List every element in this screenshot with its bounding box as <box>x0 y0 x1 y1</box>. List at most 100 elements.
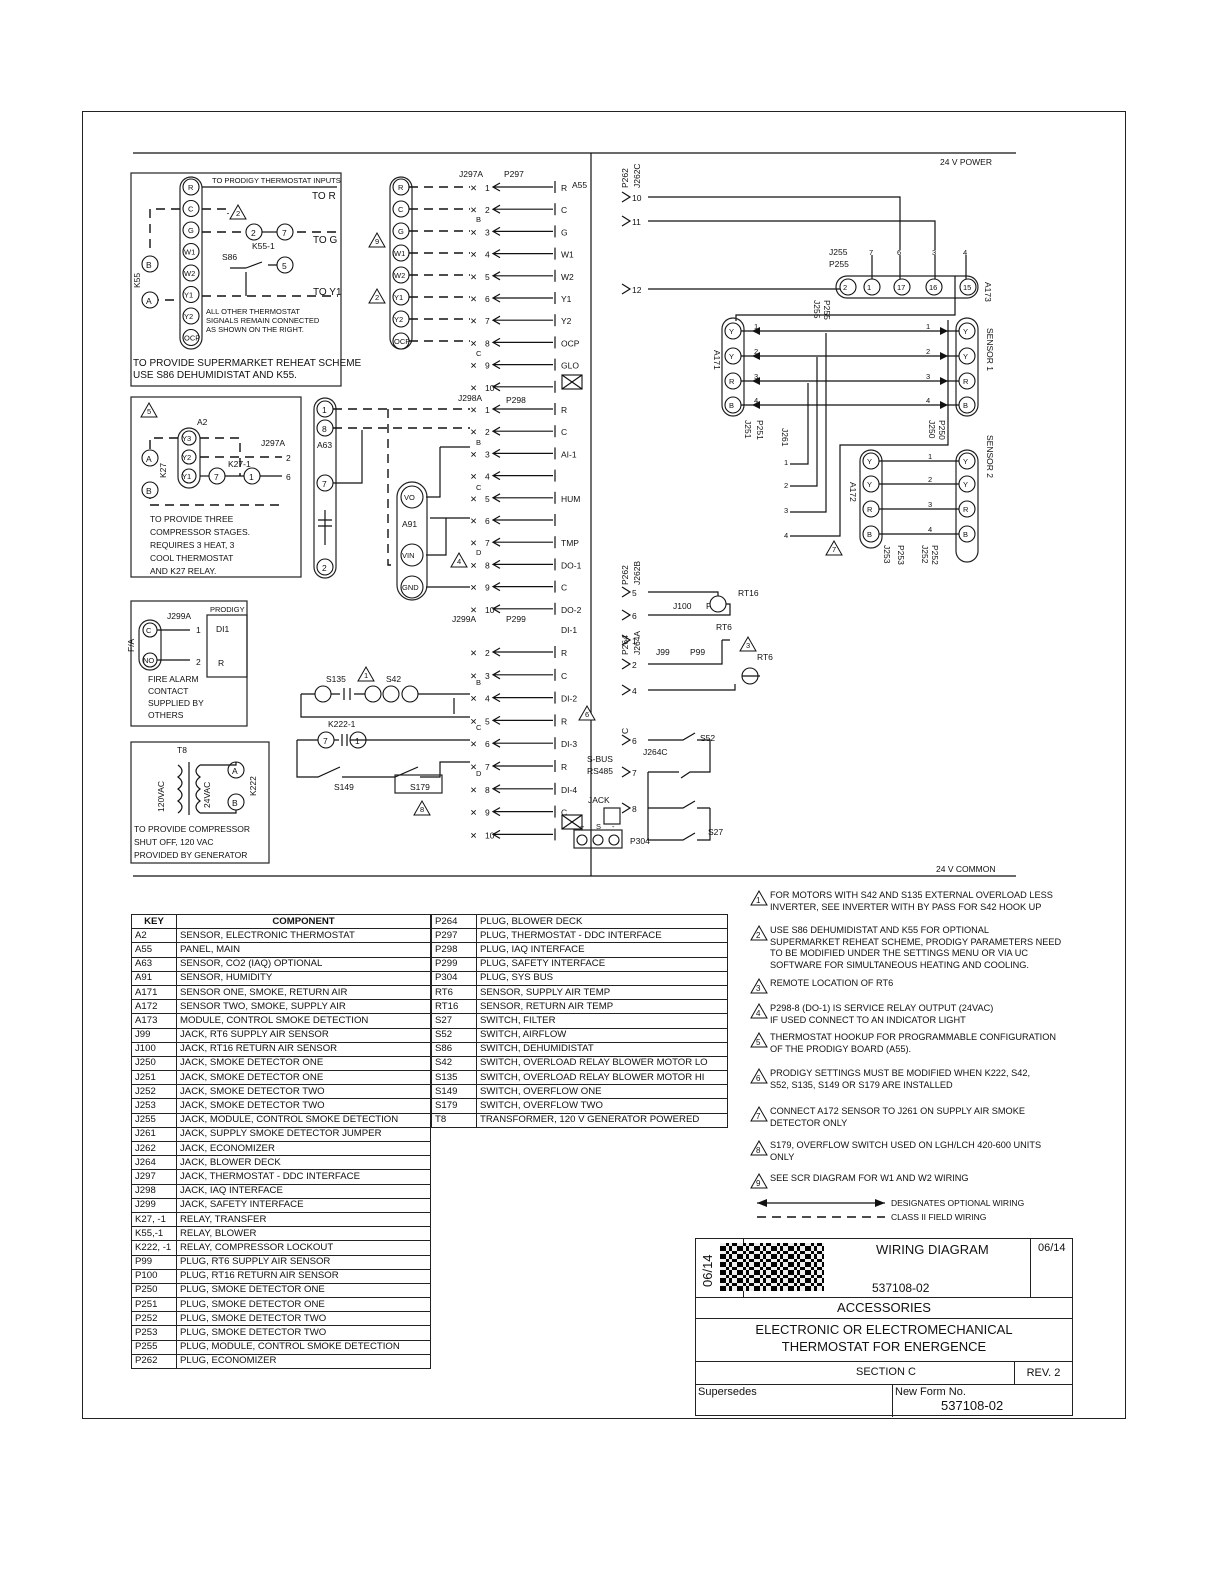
note-3-marker <box>739 635 757 652</box>
box1-s86: S86 <box>222 252 237 262</box>
svg-text:J100: J100 <box>673 601 692 611</box>
plug-x: ✕ <box>470 472 477 482</box>
plug-x: ✕ <box>470 716 477 726</box>
svg-text:PROVIDED BY GENERATOR: PROVIDED BY GENERATOR <box>134 850 247 860</box>
section: SECTION C <box>856 1366 916 1378</box>
pin-number: 9 <box>485 808 490 818</box>
box1-terminal-label: W2 <box>184 269 195 278</box>
title-text: WIRING DIAGRAM <box>876 1242 989 1257</box>
plug-pin: 6 <box>632 736 637 746</box>
key-code: S27 <box>431 1013 477 1029</box>
strip1-terminal-label: Y2 <box>394 315 403 324</box>
box4-t8: T8 <box>177 745 187 755</box>
key-code: S135 <box>431 1070 477 1086</box>
pin-number: 2 <box>485 648 490 658</box>
box1-terminal-label: G <box>188 226 194 235</box>
key-description: SWITCH, DEHUMIDISTAT <box>476 1041 728 1057</box>
a173-pin: 17 <box>897 283 905 292</box>
box1-terminal-strip <box>179 176 203 350</box>
svg-text:D: D <box>476 548 482 557</box>
key-description: TRANSFORMER, 120 V GENERATOR POWERED <box>476 1112 728 1128</box>
component-header: COMPONENT <box>176 913 431 930</box>
key-description: JACK, MODULE, CONTROL SMOKE DETECTION <box>176 1112 431 1128</box>
svg-text:FIRE ALARM: FIRE ALARM <box>148 674 199 684</box>
s149-label: S149 <box>334 782 354 792</box>
box2-coil-b: B <box>146 486 152 496</box>
strip1-terminal-label: OCP <box>394 337 410 346</box>
pin-number: 5 <box>485 494 490 504</box>
note-line: P298-8 (DO-1) IS SERVICE RELAY OUTPUT (2… <box>770 1003 994 1013</box>
pin-label: R <box>561 648 567 658</box>
sensor2-pin: 4 <box>928 525 932 534</box>
svg-text:K222: K222 <box>248 776 258 796</box>
svg-text:P255: P255 <box>829 259 849 269</box>
a171-sensor <box>721 317 745 417</box>
wire <box>491 337 553 347</box>
box1-terminal <box>182 221 200 239</box>
wire <box>491 647 553 657</box>
note-line: ONLY <box>770 1151 795 1162</box>
key-code: P262 <box>131 1353 177 1370</box>
box1-terminal-label: C <box>188 205 194 214</box>
note-line: SOFTWARE FOR SIMULTANEOUS HEATING AND CO… <box>770 959 1029 970</box>
a172-term: R <box>867 505 873 514</box>
drawing-number: 537108-02 <box>872 1281 930 1295</box>
key-code: P99 <box>131 1254 177 1270</box>
svg-text:2: 2 <box>196 657 201 667</box>
plug-x: ✕ <box>470 205 477 215</box>
wire <box>491 559 553 569</box>
note-line: IF USED CONNECT TO AN INDICATOR LIGHT <box>770 1014 966 1025</box>
pin-number: 2 <box>485 427 490 437</box>
key-description: SENSOR, RETURN AIR TEMP <box>476 999 728 1015</box>
box1-to-y1: TO Y1 <box>313 287 342 298</box>
plug-x: ✕ <box>470 272 477 282</box>
plug-x: ✕ <box>470 494 477 504</box>
wire <box>491 226 553 236</box>
svg-text:P264: P264 <box>620 635 630 655</box>
wire <box>491 204 553 214</box>
note-8-marker <box>413 799 431 816</box>
pin-label: C <box>561 583 567 593</box>
field-wiring-label: CLASS II FIELD WIRING <box>891 1212 986 1222</box>
box1-terminal <box>182 242 200 261</box>
desc-line-2: THERMOSTAT FOR ENERGENCE <box>781 1339 987 1354</box>
box1-pin5: 5 <box>282 261 287 271</box>
plug-x: ✕ <box>470 762 477 772</box>
sensor1-sensor <box>955 317 979 417</box>
key-description: PLUG, ECONOMIZER <box>176 1353 431 1370</box>
wire <box>491 604 553 614</box>
strip1-terminal-label: C <box>398 205 404 214</box>
strip1-terminal-label: G <box>398 227 404 236</box>
wire <box>491 448 553 458</box>
key-description: JACK, SUPPLY SMOKE DETECTOR JUMPER <box>176 1126 431 1143</box>
box1-terminal <box>182 178 200 196</box>
note-line: USE S86 DEHUMIDISTAT AND K55 FOR OPTIONA… <box>770 925 990 935</box>
plug-x: ✕ <box>470 583 477 593</box>
key-code: P251 <box>131 1297 177 1313</box>
power-bottom-label: 24 V COMMON <box>936 864 996 874</box>
box1-terminal <box>182 264 200 282</box>
note-line: PRODIGY SETTINGS MUST BE MODIFIED WHEN K… <box>770 1068 1031 1078</box>
pin-label: W2 <box>561 272 574 282</box>
key-code: P299 <box>431 956 477 972</box>
box1-k55-1: K55-1 <box>252 241 275 251</box>
k222-1-label: K222-1 <box>328 719 356 729</box>
svg-text:B: B <box>476 215 481 224</box>
svg-text:P99: P99 <box>690 647 705 657</box>
box2-k27-1: K27-1 <box>228 459 251 469</box>
pin-label: GLO <box>561 361 579 371</box>
svg-text:C: C <box>476 723 482 732</box>
key-description: SENSOR, CO2 (IAQ) OPTIONAL <box>176 956 431 972</box>
sensor1-term: B <box>963 401 968 410</box>
note-number: 2 <box>756 931 761 940</box>
